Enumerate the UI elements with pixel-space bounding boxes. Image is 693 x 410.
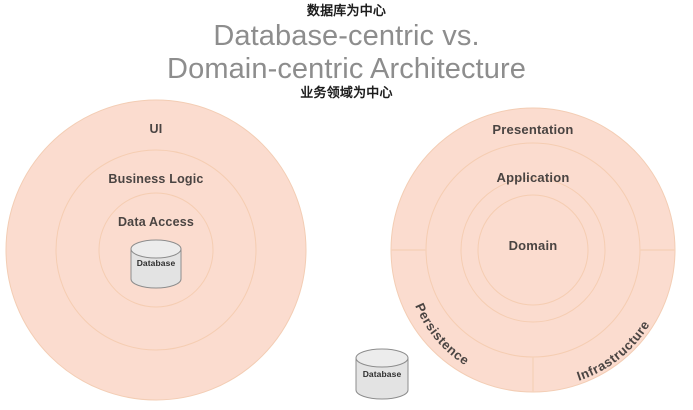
left-label-ui: UI — [150, 122, 163, 136]
external-database-label: Database — [363, 369, 402, 379]
right-label-domain: Domain — [509, 238, 558, 253]
right-label-presentation: Presentation — [492, 122, 573, 137]
left-label-data-access: Data Access — [118, 215, 194, 229]
left-label-business-logic: Business Logic — [108, 172, 203, 186]
left-database-label: Database — [137, 258, 176, 268]
right-diagram-group: Presentation Application Domain Persiste… — [390, 107, 676, 393]
external-database-cylinder[interactable]: Database — [355, 348, 409, 400]
right-label-application: Application — [497, 170, 570, 185]
left-database-cylinder[interactable]: Database — [130, 239, 182, 289]
left-diagram-group: UI Business Logic Data Access Database — [5, 99, 307, 401]
right-ring-domain[interactable] — [477, 194, 589, 306]
